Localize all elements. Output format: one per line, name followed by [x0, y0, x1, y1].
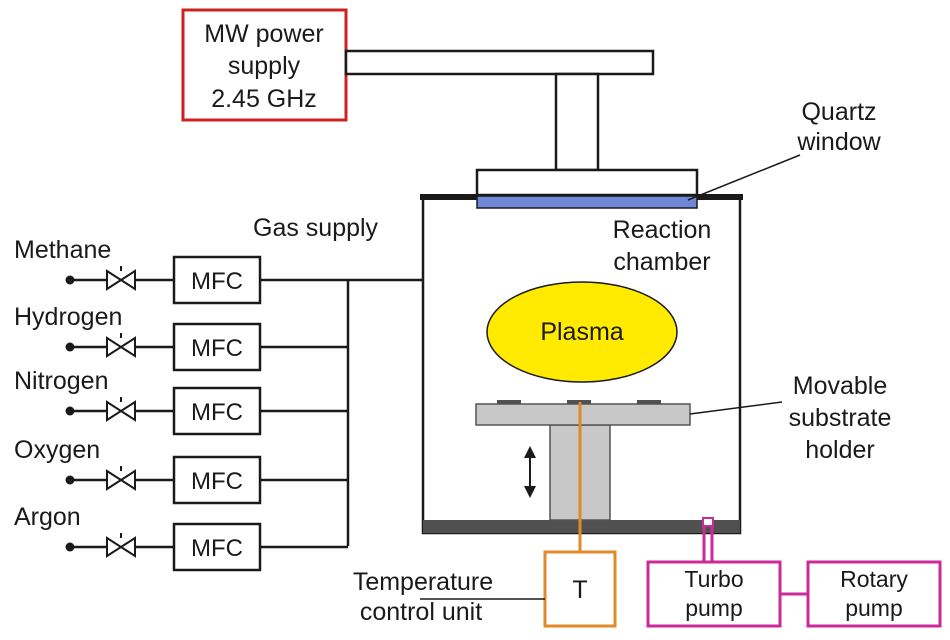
- valve-icon[interactable]: [106, 400, 123, 422]
- arrow-head-up: [524, 446, 536, 458]
- mfc-label: MFC: [191, 335, 243, 362]
- quartz-window: [476, 195, 698, 209]
- holder-plate: [475, 403, 691, 426]
- gas-name-label: Hydrogen: [14, 303, 122, 331]
- gas-lines: MethaneMFCHydrogenMFCNitrogenMFCOxygenMF…: [14, 236, 348, 572]
- pump-port: [702, 517, 714, 527]
- valve-icon-right[interactable]: [119, 400, 136, 422]
- gas-name-label: Methane: [14, 236, 111, 264]
- valve-icon-right[interactable]: [119, 336, 136, 358]
- plasma: Plasma: [486, 281, 678, 383]
- temperature-label-line-1: Temperature: [353, 568, 493, 596]
- gas-supply: Gas supply: [253, 214, 423, 546]
- holder-leader: [689, 401, 783, 415]
- holder-label-line-2: substrate: [789, 404, 892, 432]
- substrate-sample-3: [637, 400, 661, 404]
- mfc-box: [172, 322, 262, 372]
- holder-label-line-1: Movable: [793, 372, 888, 400]
- arrow-head-down: [524, 486, 536, 498]
- mfc-label: MFC: [191, 268, 243, 295]
- rotary-label-line-2: pump: [845, 595, 903, 621]
- turbo-label-line-1: Turbo: [684, 566, 743, 592]
- gas-name-label: Argon: [14, 503, 81, 531]
- temperature-box: [543, 550, 617, 628]
- temperature-control: T Temperature control unit: [353, 402, 617, 628]
- quartz-label-line-2: window: [796, 128, 881, 156]
- gas-name-label: Nitrogen: [14, 367, 109, 395]
- mw-power-supply: MW power supply 2.45 GHz: [181, 8, 348, 122]
- temperature-box-label: T: [572, 576, 587, 604]
- mfc-box: [172, 455, 262, 505]
- rotary-pump-box: [806, 560, 942, 628]
- waveguide-horizontal: [344, 49, 655, 76]
- mw-power-supply-box: [181, 8, 348, 122]
- mfc-label: MFC: [191, 399, 243, 426]
- mfc-box: [172, 386, 262, 436]
- quartz-window-leader: [687, 154, 801, 201]
- turbo-pump-box: [646, 560, 782, 628]
- rotary-label-line-1: Rotary: [840, 566, 908, 592]
- holder-label-line-3: holder: [805, 436, 875, 464]
- valve-icon[interactable]: [106, 269, 123, 291]
- reaction-label-line-2: chamber: [613, 248, 710, 276]
- substrate-sample-1: [497, 400, 521, 404]
- valve-icon-right[interactable]: [119, 469, 136, 491]
- waveguide: [344, 49, 699, 197]
- vacuum-pumps: Turbo pump Rotary pump: [646, 517, 942, 628]
- temperature-label-line-2: control unit: [360, 598, 482, 626]
- gas-name-label: Oxygen: [14, 436, 100, 464]
- mfc-label: MFC: [191, 535, 243, 562]
- mw-power-line-2: supply: [228, 52, 301, 80]
- mw-power-line-3: 2.45 GHz: [211, 85, 317, 113]
- waveguide-vertical: [554, 72, 600, 172]
- mfc-box: [172, 522, 262, 572]
- quartz-label-line-1: Quartz: [801, 98, 876, 126]
- mw-power-line-1: MW power: [204, 20, 323, 48]
- valve-icon[interactable]: [106, 536, 123, 558]
- mfc-label: MFC: [191, 468, 243, 495]
- quartz-window-label: Quartz window: [687, 98, 882, 201]
- valve-icon-right[interactable]: [119, 536, 136, 558]
- turbo-label-line-2: pump: [685, 595, 743, 621]
- waveguide-flange: [475, 168, 699, 197]
- gas-supply-label: Gas supply: [253, 214, 379, 242]
- plasma-ellipse: [486, 281, 678, 383]
- valve-icon[interactable]: [106, 336, 123, 358]
- valve-icon-right[interactable]: [119, 269, 136, 291]
- reaction-label-line-1: Reaction: [613, 216, 712, 244]
- plasma-label: Plasma: [540, 318, 623, 346]
- valve-icon[interactable]: [106, 469, 123, 491]
